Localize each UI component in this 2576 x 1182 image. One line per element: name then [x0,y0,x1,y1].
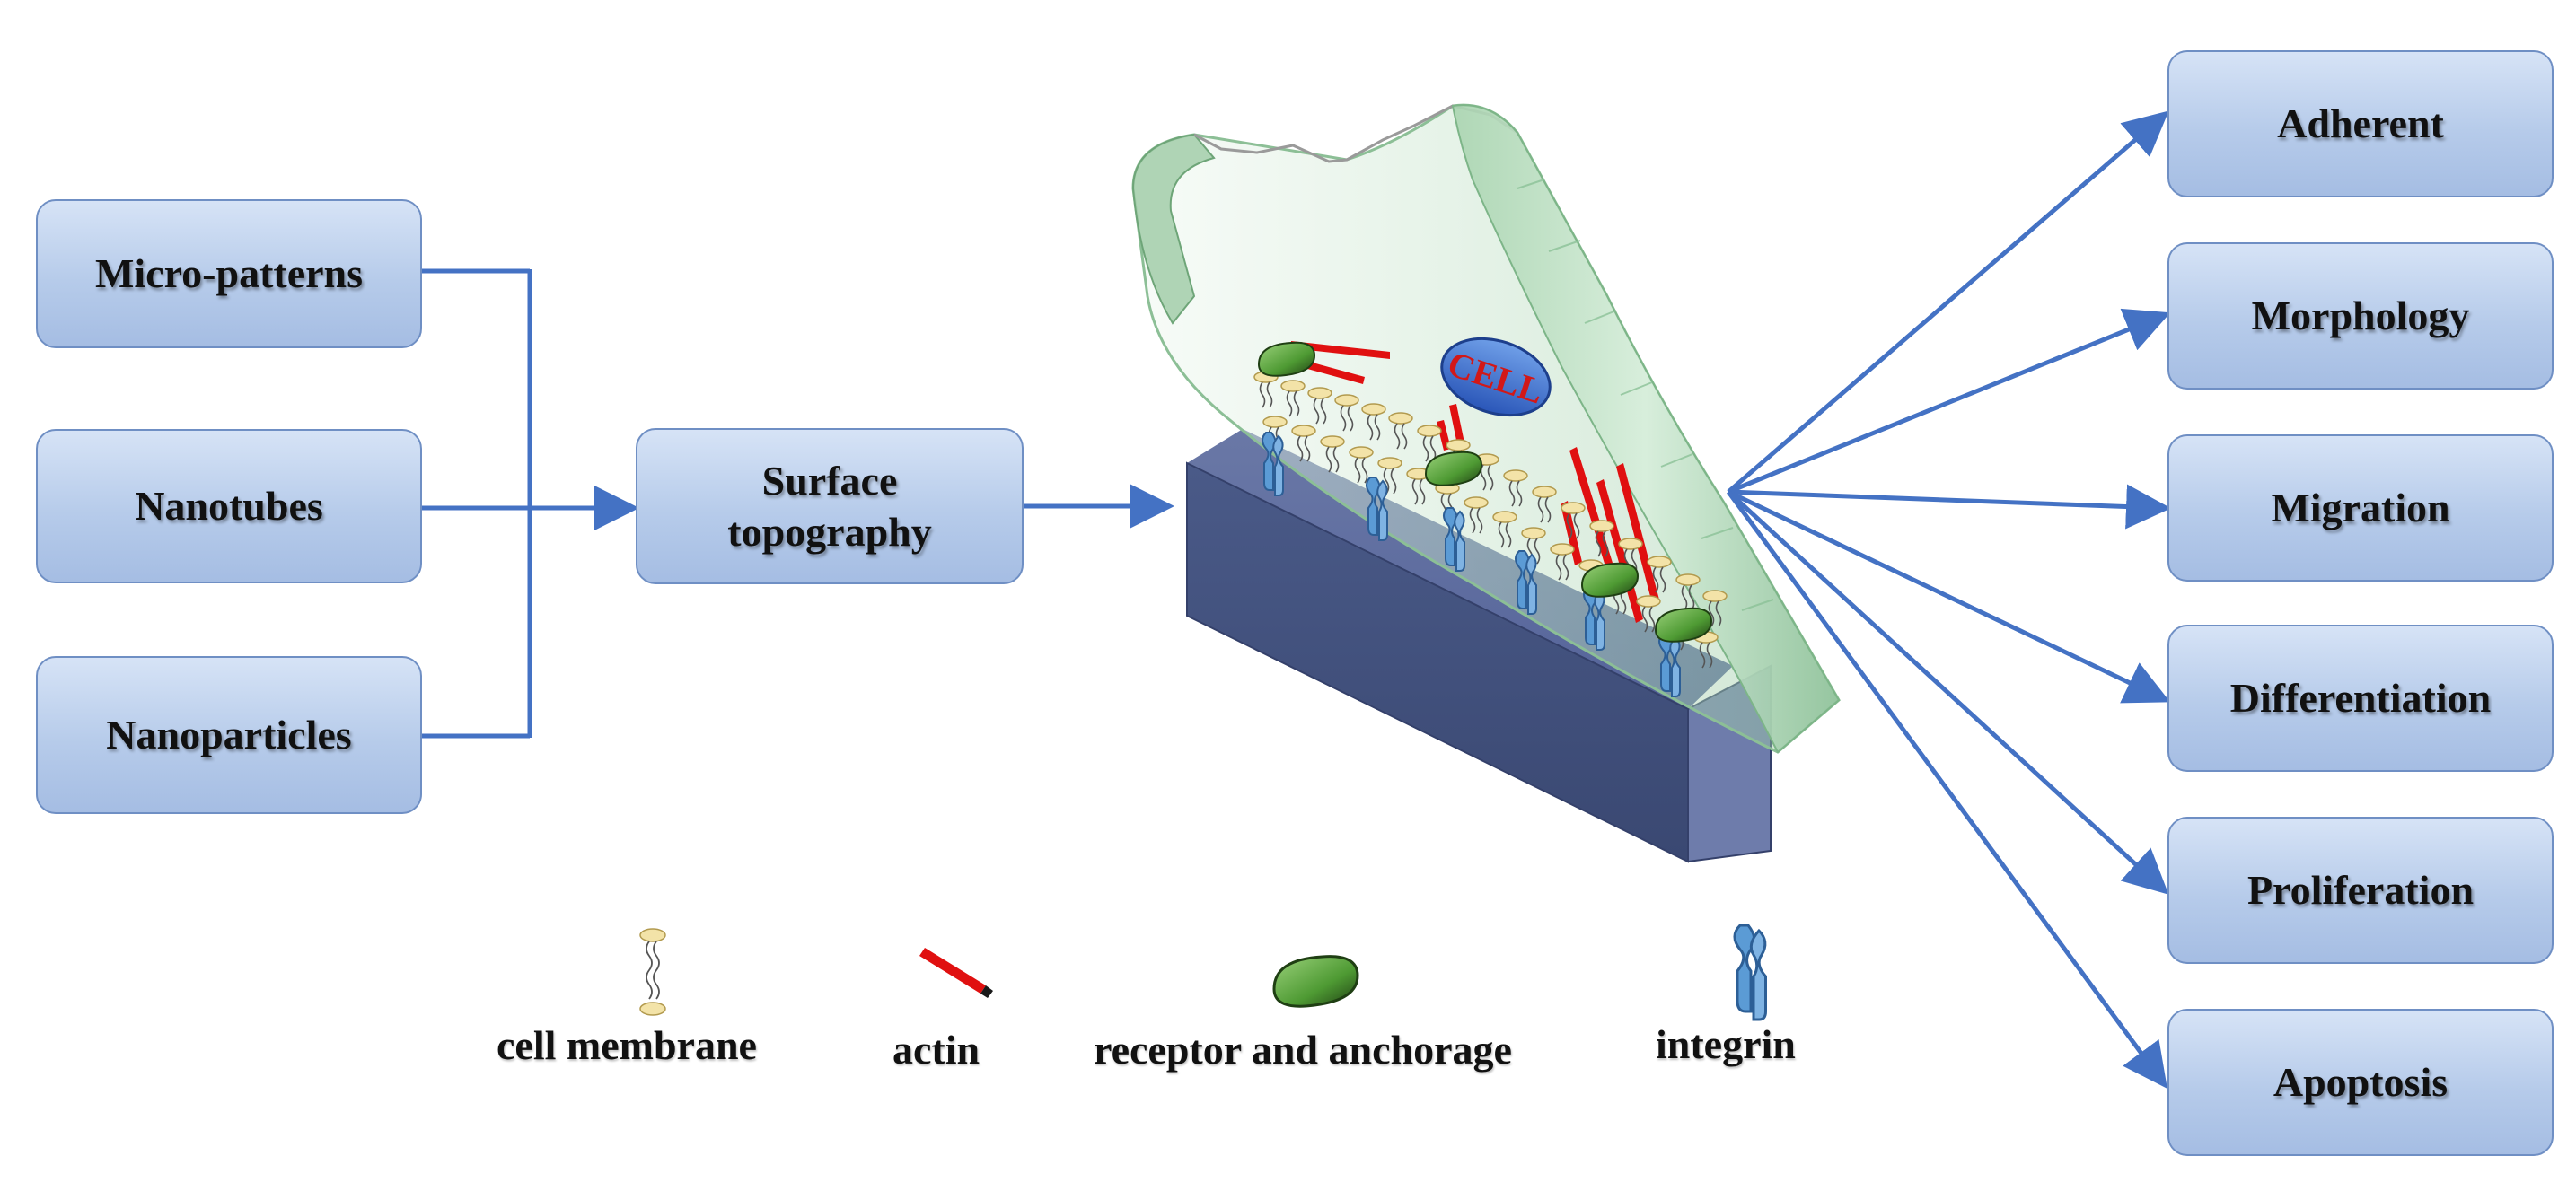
arrow-apoptosis [1726,490,2167,1090]
output-label: Apoptosis [2273,1059,2449,1106]
cell-wall-left [1131,133,1216,325]
legend-label-membrane: cell membrane [497,1022,757,1068]
output-label: Proliferation [2246,867,2475,914]
output-box-differentiation: Differentiation [2167,625,2554,772]
arrow-adherent [1727,110,2169,494]
output-box-morphology: Morphology [2167,242,2554,390]
cell-wall-right [1451,104,1841,754]
input-label: Nanotubes [135,483,323,530]
output-label: Migration [2271,485,2450,531]
arrow-migration [1728,484,2171,530]
center-label-line2: topography [727,509,932,555]
output-box-apoptosis: Apoptosis [2167,1009,2554,1156]
output-box-adherent: Adherent [2167,50,2554,197]
output-box-migration: Migration [2167,434,2554,582]
center-label-line1: Surface [761,457,898,503]
legend-label-actin: actin [892,1027,980,1073]
output-label: Adherent [2277,101,2444,147]
nucleus [1440,337,1552,417]
output-label: Differentiation [2229,675,2492,722]
output-box-proliferation: Proliferation [2167,817,2554,964]
output-label: Morphology [2251,293,2470,339]
legend-label-integrin: integrin [1656,1021,1796,1067]
cell-illustration: CELL [1131,103,1841,863]
legend-actin-icon [919,948,993,998]
surface-topography-box: Surface topography [636,428,1024,584]
legend-membrane-icon [639,928,666,1016]
input-label: Micro-patterns [94,250,364,297]
arrow-differentiation [1727,489,2171,704]
input-label: Nanoparticles [106,712,352,758]
input-box-nanotubes: Nanotubes [36,429,422,583]
legend-icons [639,924,1767,1021]
legend-receptor-icon [1272,955,1359,1008]
arrow-proliferation [1727,490,2169,895]
input-connectors [422,268,1174,739]
legend-label-receptor: receptor and anchorage [1094,1027,1512,1073]
output-arrows [1726,110,2171,1090]
arrow-morphology [1728,308,2171,495]
legend-integrin-icon [1733,924,1767,1021]
input-box-micro-patterns: Micro-patterns [36,199,422,348]
input-box-nanoparticles: Nanoparticles [36,656,422,814]
